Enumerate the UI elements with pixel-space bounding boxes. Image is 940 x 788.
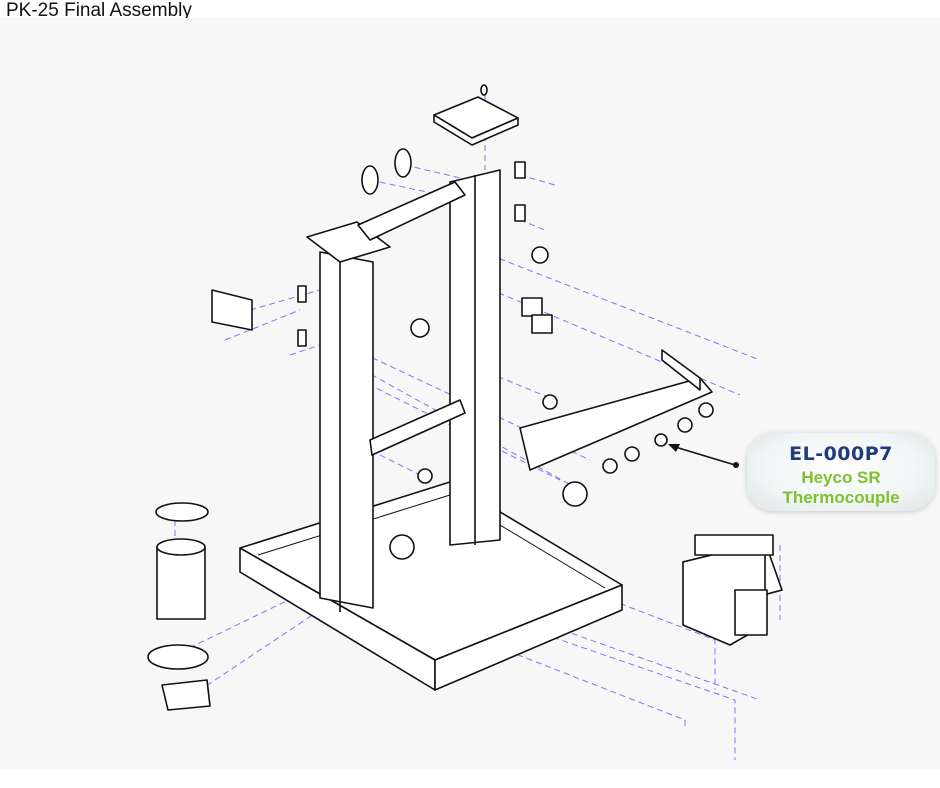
callout-part-number: EL-000P7 xyxy=(789,443,893,465)
assembly-diagram xyxy=(0,18,940,770)
page-title: PK-25 Final Assembly xyxy=(6,0,192,21)
callout-leader xyxy=(668,444,739,468)
pk25-frame xyxy=(147,84,783,711)
exploded-view-drawing xyxy=(147,84,783,760)
callout-part-name: Heyco SR Thermocouple xyxy=(782,468,900,507)
part-callout[interactable]: EL-000P7 Heyco SR Thermocouple xyxy=(747,433,935,511)
